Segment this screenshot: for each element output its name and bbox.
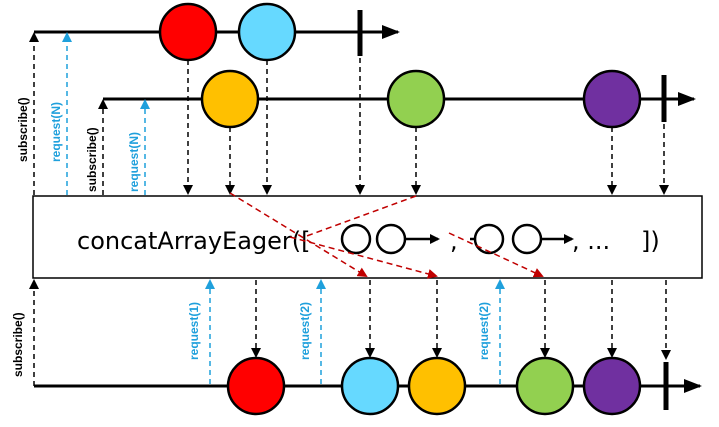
output-cyan-marble	[340, 356, 400, 416]
subscribe-label-output: subscribe()	[11, 312, 25, 377]
output-purple-marble	[582, 356, 642, 416]
eager-arrow-amber-b	[289, 236, 438, 279]
operator-closing: ])	[641, 227, 660, 255]
source-1-timeline	[34, 2, 400, 62]
subscribe-label-source-2: subscribe()	[85, 127, 99, 192]
downstream-signals: subscribe() request(1) request(2) reques…	[11, 279, 505, 386]
source-2-green-marble	[386, 69, 446, 129]
operator-separator: ,	[450, 227, 458, 255]
request-n-label-source-1: request(N)	[49, 102, 63, 162]
request-2-label-b: request(2)	[477, 302, 491, 360]
upstream-signals: subscribe() request(N) subscribe() reque…	[16, 32, 150, 195]
subscribe-label-source-1: subscribe()	[16, 97, 30, 162]
inner-marble-1b	[375, 223, 407, 255]
source-2-timeline	[103, 69, 696, 129]
inner-marble-2a	[473, 223, 505, 255]
eager-arrow-amber	[229, 192, 368, 278]
request-n-label-source-2: request(N)	[127, 132, 141, 192]
eager-arrow-green-b	[448, 232, 544, 278]
output-timeline	[34, 356, 702, 416]
emission-arrows-in	[183, 58, 669, 195]
source-2-amber-marble	[200, 69, 260, 129]
output-green-marble	[515, 356, 575, 416]
source-1-red-marble	[158, 2, 218, 62]
eager-buffer-arrows	[229, 192, 544, 279]
source-1-cyan-marble	[237, 2, 297, 62]
output-amber-marble	[407, 356, 467, 416]
output-red-marble	[226, 356, 286, 416]
request-2-label-a: request(2)	[298, 302, 312, 360]
operator-box: concatArrayEager([ , , ... ])	[32, 195, 703, 279]
inner-marble-1a	[340, 223, 372, 255]
request-1-label: request(1)	[187, 302, 201, 360]
operator-ellipsis: , ...	[572, 227, 610, 255]
operator-name: concatArrayEager([	[77, 227, 311, 255]
emission-arrows-out	[251, 280, 671, 360]
inner-marble-2b	[511, 223, 543, 255]
source-2-purple-marble	[582, 69, 642, 129]
